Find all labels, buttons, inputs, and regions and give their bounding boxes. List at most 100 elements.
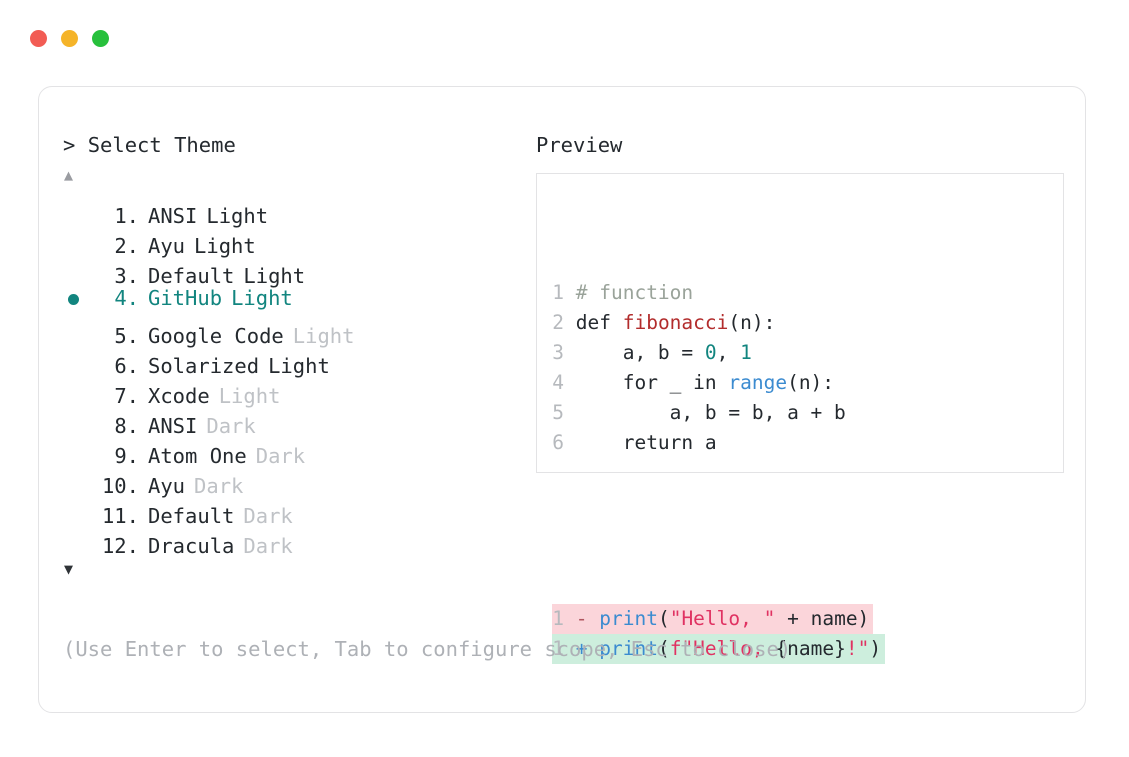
code-token-plain: + name) xyxy=(775,607,870,630)
scroll-down-icon[interactable]: ▼ xyxy=(64,560,74,578)
code-token-fn: fibonacci xyxy=(622,311,729,334)
selection-bullet-cell xyxy=(63,223,93,253)
code-line-number: 5 xyxy=(552,401,564,424)
selection-bullet-cell xyxy=(63,463,93,493)
theme-item-name: ANSI xyxy=(148,204,198,228)
code-token-call: print xyxy=(599,637,658,660)
theme-item-name: Atom One xyxy=(148,444,247,468)
code-line-number: 1 xyxy=(552,281,564,304)
theme-item-variant: Light xyxy=(231,286,293,310)
code-token-plain: (n): xyxy=(787,371,835,394)
code-token-num: 0 xyxy=(704,341,717,364)
close-button[interactable] xyxy=(30,30,47,47)
code-token-plain: ( xyxy=(657,607,670,630)
theme-item-index: 12. xyxy=(101,534,139,558)
code-line-number: 6 xyxy=(552,431,564,454)
theme-item-index: 9. xyxy=(114,444,139,468)
code-token-str: !" xyxy=(845,637,870,660)
selection-bullet-cell xyxy=(63,285,93,315)
preview-title: Preview xyxy=(536,133,623,157)
theme-item-name: ANSI xyxy=(148,414,198,438)
theme-item-name: Xcode xyxy=(148,384,210,408)
theme-item-index: 2. xyxy=(114,234,139,258)
keyboard-hint: (Use Enter to select, Tab to configure s… xyxy=(63,637,792,661)
code-token-plain: for _ in xyxy=(575,371,729,394)
theme-list-item[interactable]: 1. ANSI Light xyxy=(63,193,533,228)
theme-list-item[interactable]: 5. Google Code Light xyxy=(63,313,533,348)
theme-item-variant: Light xyxy=(206,204,269,228)
code-token-kw: def xyxy=(575,311,623,334)
page-title: > Select Theme xyxy=(63,131,533,159)
code-line-number: 4 xyxy=(552,371,564,394)
code-token-str: f"Hello, xyxy=(669,637,776,660)
code-line: 1 # function xyxy=(552,278,885,308)
diff-marker: + xyxy=(575,637,588,660)
theme-item-name: Ayu xyxy=(148,234,186,258)
theme-item-name: Solarized xyxy=(148,354,260,378)
theme-list-item[interactable]: 9. Atom One Dark xyxy=(63,433,533,468)
theme-item-index: 10. xyxy=(101,474,139,498)
code-token-call: print xyxy=(599,607,658,630)
selection-bullet-cell xyxy=(63,343,93,373)
theme-item-index: 1. xyxy=(114,204,139,228)
code-token-brace: {name} xyxy=(775,637,846,660)
code-line: 5 a, b = b, a + b xyxy=(552,398,885,428)
code-token-builtin: range xyxy=(728,371,788,394)
theme-item-index: 8. xyxy=(114,414,139,438)
code-line: 6 return a xyxy=(552,428,885,458)
minimize-button[interactable] xyxy=(61,30,78,47)
selection-bullet-cell xyxy=(63,193,93,223)
diff-line-number: 1 xyxy=(552,637,564,660)
theme-item-name: Ayu xyxy=(148,474,186,498)
diff-marker: - xyxy=(575,607,588,630)
code-token-num: 1 xyxy=(740,341,752,364)
selected-bullet-icon xyxy=(68,294,79,305)
theme-item-index: 4. xyxy=(114,286,139,310)
code-line-number: 3 xyxy=(552,341,564,364)
selection-bullet-cell xyxy=(63,313,93,343)
theme-list-item[interactable]: 4. GitHub Light xyxy=(63,283,533,313)
code-token-comment: # function xyxy=(575,281,694,304)
window-traffic-lights xyxy=(30,30,109,47)
code-line: 4 for _ in range(n): xyxy=(552,368,885,398)
code-token-plain: ( xyxy=(657,637,670,660)
code-token-plain: ) xyxy=(869,637,882,660)
theme-item-name: Dracula xyxy=(148,534,235,558)
code-token-str: "Hello, " xyxy=(669,607,776,630)
theme-item-name: GitHub xyxy=(148,286,223,310)
theme-item-name: Google Code xyxy=(148,324,284,348)
theme-item-index: 5. xyxy=(114,324,139,348)
code-token-plain: return a xyxy=(575,431,717,454)
theme-item-variant: Light xyxy=(268,354,330,378)
theme-item-name: Default xyxy=(148,264,235,288)
scroll-up-icon[interactable]: ▲ xyxy=(64,166,74,184)
selection-bullet-cell xyxy=(63,493,93,523)
maximize-button[interactable] xyxy=(92,30,109,47)
theme-list-item[interactable]: 3. Default Light xyxy=(63,253,533,288)
preview-column: Preview xyxy=(536,131,1066,159)
prompt-symbol: > xyxy=(63,133,88,157)
selection-bullet-cell xyxy=(63,373,93,403)
theme-item-index: 7. xyxy=(114,384,139,408)
theme-item-index: 3. xyxy=(114,264,139,288)
code-token-plain: a, b = b, a + b xyxy=(575,401,846,424)
selection-bullet-cell xyxy=(63,253,93,283)
theme-item-variant: Light xyxy=(292,324,355,348)
theme-item-index: 11. xyxy=(101,504,139,528)
theme-item-variant: Dark xyxy=(255,444,306,468)
code-spacer xyxy=(552,518,885,544)
code-token-plain: a, b = xyxy=(575,341,705,364)
theme-item-variant: Light xyxy=(243,264,306,288)
theme-item-variant: Dark xyxy=(243,504,293,528)
